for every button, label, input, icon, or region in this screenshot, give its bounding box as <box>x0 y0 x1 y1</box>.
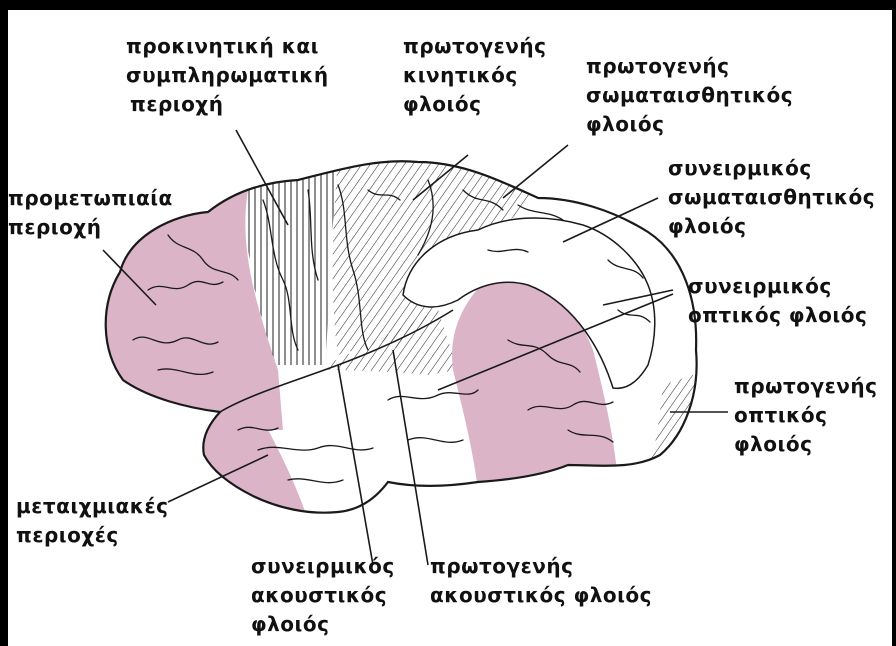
label-assoc-auditory: συνειρμικός ακουστικός φλοιός <box>251 552 395 639</box>
leader-somatosensory <box>503 145 568 198</box>
label-primary-somatosensory: πρωτογενής σωματαισθητικός φλοιός <box>586 52 793 139</box>
label-primary-motor: πρωτογενής κινητικός φλοιός <box>403 32 547 119</box>
label-primary-visual: πρωτογενής οπτικός φλοιός <box>734 372 878 459</box>
diagram-frame: προκινητική και συμπληρωματική περιοχή π… <box>8 10 892 646</box>
label-premotor: προκινητική και συμπληρωματική περιοχή <box>126 32 329 119</box>
label-prefrontal: προμετωπιαία περιοχή <box>8 184 173 242</box>
label-assoc-visual: συνειρμικός οπτικός φλοιός <box>688 272 867 330</box>
label-assoc-somatosensory: συνειρμικός σωματαισθητικός φλοιός <box>668 154 875 241</box>
label-limbic: μεταιχμιακές περιοχές <box>16 492 169 550</box>
label-primary-auditory: πρωτογενής ακουστικός φλοιός <box>430 552 652 610</box>
